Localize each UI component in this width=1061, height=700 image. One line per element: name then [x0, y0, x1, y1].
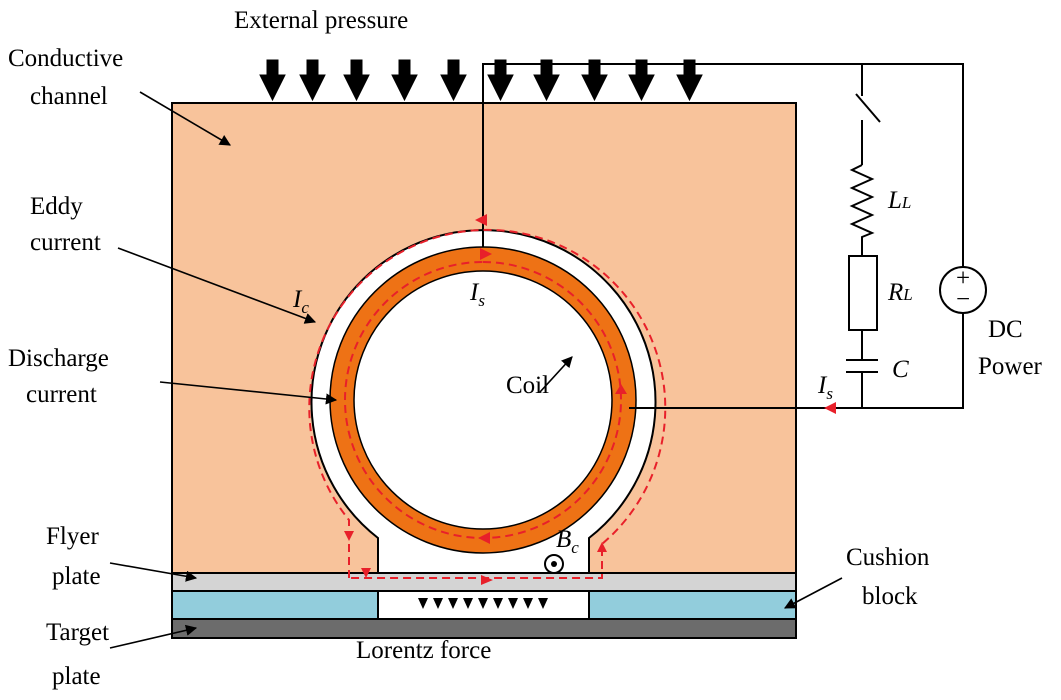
- leader-lines: [109, 91, 843, 649]
- dc-power-source: [939, 266, 987, 314]
- flyer-plate-label-line1: Flyer: [46, 523, 99, 550]
- conductive-channel-label-line2: channel: [30, 83, 108, 110]
- flyer-plate-label-line2: plate: [52, 563, 101, 590]
- dc-power-label-line2: Power: [978, 353, 1043, 380]
- eddy-current-label-line2: current: [30, 229, 101, 256]
- target-plate: [171, 618, 797, 639]
- discharge-current-label-line1: Discharge: [8, 345, 109, 372]
- ic-symbol: Ic: [292, 286, 309, 317]
- is-symbol-wire: Is: [817, 372, 833, 403]
- coil-ring: [330, 247, 636, 553]
- eddy-current-label-line1: Eddy: [30, 193, 83, 220]
- dc-power-label-line1: DC: [988, 316, 1023, 343]
- external-pressure-arrows: [259, 59, 703, 102]
- discharge-current-label-line2: current: [26, 381, 97, 408]
- ll-symbol: LL: [887, 187, 911, 214]
- cushion-block-label-line2: block: [862, 583, 918, 610]
- lorentz-force-label: Lorentz force: [356, 637, 491, 664]
- cushion-block-left: [171, 590, 379, 620]
- coil-label: Coil: [506, 372, 549, 399]
- cushion-block-right: [588, 590, 797, 620]
- current-direction-arrows: [344, 214, 836, 585]
- circuit-wires: [482, 63, 964, 409]
- coil-ring-inner-edge: [353, 270, 613, 530]
- resistor-rl: [848, 255, 878, 331]
- c-symbol: C: [892, 356, 909, 383]
- lorentz-force-arrows: [418, 598, 548, 609]
- target-plate-label-line2: plate: [52, 663, 101, 690]
- eddy-current-path: [308, 228, 667, 579]
- rl-symbol: RL: [887, 279, 913, 306]
- target-plate-label-line1: Target: [46, 619, 109, 646]
- is-symbol-coil: Is: [469, 279, 485, 310]
- conductive-channel-label-line1: Conductive: [8, 45, 123, 72]
- dc-plus-sign: +: [956, 265, 970, 292]
- bc-field-dot-center: [551, 561, 557, 567]
- cushion-block-label-line1: Cushion: [846, 544, 930, 571]
- bc-symbol: Bc: [556, 526, 579, 557]
- external-pressure-label: External pressure: [234, 7, 408, 34]
- dc-minus-sign: −: [956, 286, 970, 313]
